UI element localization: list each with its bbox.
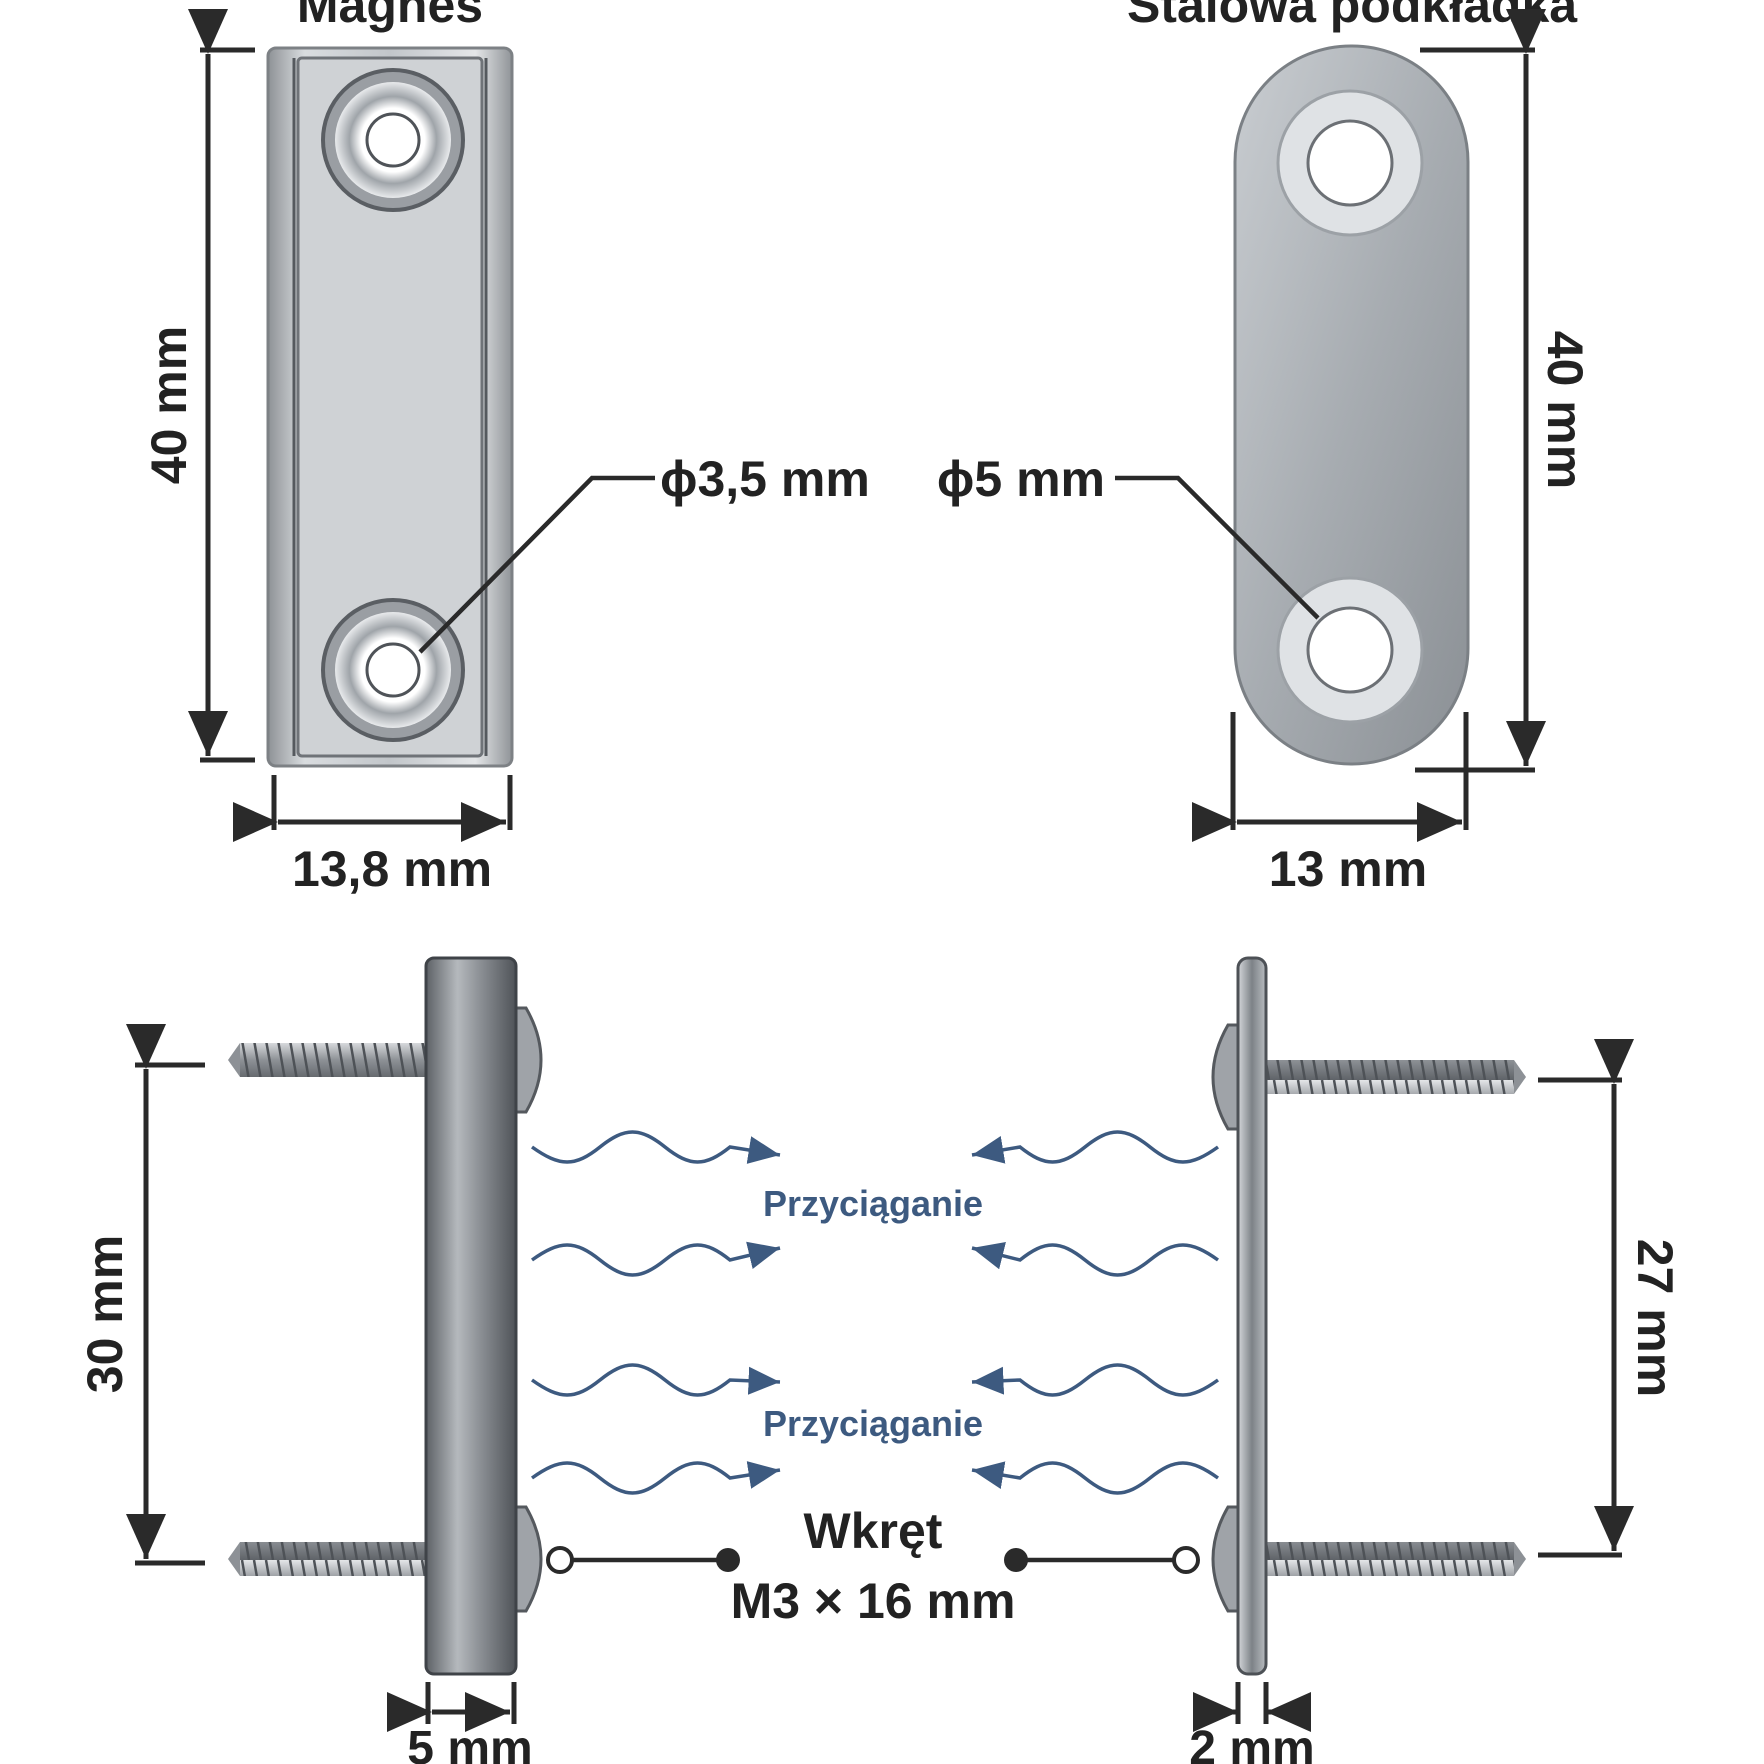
magnet-hole-label: ϕ3,5 mm [660,451,870,507]
plate-width-dimension [1192,712,1469,842]
magnet-width-label: 13,8 mm [292,841,492,897]
magnet-hole-bottom [321,598,465,742]
attraction-waves-left [530,1130,781,1495]
plate-screw-spacing-label: 27 mm [1627,1239,1683,1397]
magnet-screw-spacing-dimension [126,1024,205,1566]
screw-size: M3 × 16 mm [731,1573,1016,1629]
plate-side-view [1211,956,1526,1676]
plate-title: Stalowa podkładka [1127,0,1578,33]
attraction-label-bottom: Przyciąganie [763,1403,983,1444]
plate-hole-top [1276,89,1424,237]
plate-screw-spacing-dimension [1538,1039,1634,1558]
magnet-title: Magnes [297,0,483,33]
magnet-front-view [266,46,514,768]
plate-height-dimension [1415,9,1546,773]
plate-front-view [1233,44,1470,766]
plate-thickness-dimension [1193,1682,1311,1732]
screw-magnet-bottom [228,1505,543,1613]
screw-callout-leaders [546,1546,1200,1574]
magnet-hole-leader [418,475,655,654]
plate-height-label: 40 mm [1537,331,1593,489]
plate-hole-leader [1115,475,1320,620]
screw-title: Wkręt [804,1503,943,1559]
magnet-height-dimension [188,9,255,763]
magnet-hole-top [321,68,465,212]
magnet-height-label: 40 mm [141,326,197,484]
plate-width-label: 13 mm [1269,841,1427,897]
screw-magnet-top [228,1006,543,1114]
attraction-label-top: Przyciąganie [763,1183,983,1224]
screw-plate-top [1211,1023,1526,1131]
magnet-width-dimension [233,775,513,842]
magnet-screw-spacing-label: 30 mm [77,1235,133,1393]
plate-hole-label: ϕ5 mm [937,451,1105,507]
attraction-waves-right [971,1130,1220,1495]
magnet-side-view [228,956,543,1676]
plate-thickness-label: 2 mm [1189,1722,1314,1764]
magnet-thickness-dimension [387,1682,517,1732]
screw-plate-bottom [1211,1505,1526,1613]
magnet-thickness-label: 5 mm [407,1722,532,1764]
